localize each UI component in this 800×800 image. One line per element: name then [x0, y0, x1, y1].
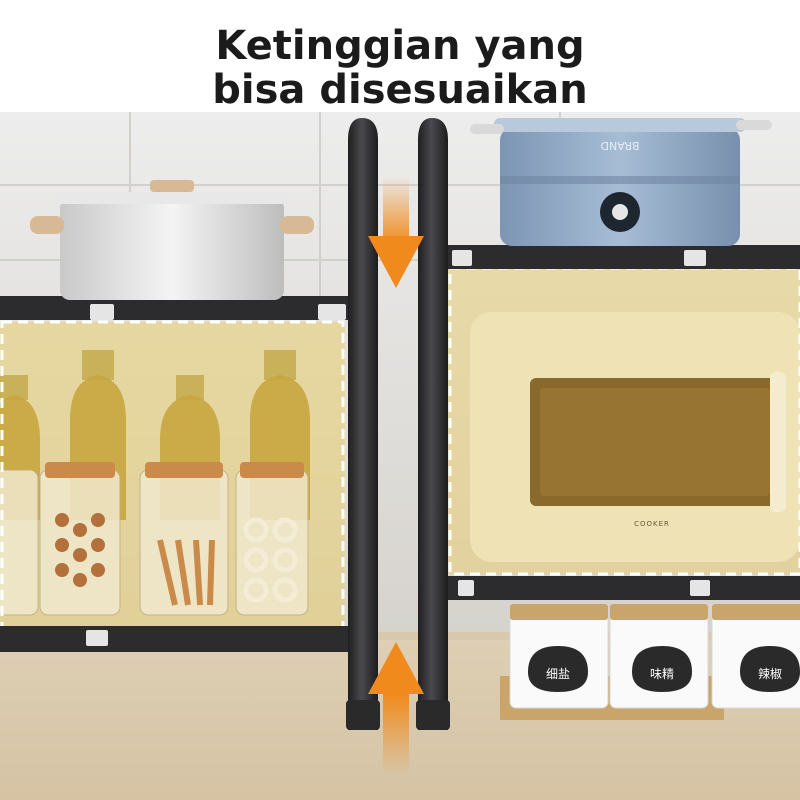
up-arrow-icon	[368, 642, 424, 774]
right-shelf-unit: COOKER BRAND	[446, 118, 800, 720]
white-stock-pot	[30, 180, 314, 300]
spice-label: 辣椒	[758, 667, 782, 681]
spice-label: 味精	[650, 667, 674, 681]
adjustable-poles	[346, 118, 450, 730]
headline-line-1: Ketinggian yang	[215, 23, 585, 69]
headline-line-2: bisa disesuaikan	[212, 67, 588, 113]
blue-electric-pot: BRAND	[470, 118, 772, 246]
microwave: COOKER	[470, 312, 800, 562]
spice-boxes: 细盐 味精 辣椒	[500, 604, 800, 720]
pot-brand-label: BRAND	[601, 139, 640, 152]
spice-label: 细盐	[546, 667, 570, 681]
left-shelf-unit	[0, 180, 350, 652]
microwave-brand-label: COOKER	[634, 520, 670, 528]
down-arrow-icon	[368, 176, 424, 288]
glass-jars	[0, 462, 309, 616]
